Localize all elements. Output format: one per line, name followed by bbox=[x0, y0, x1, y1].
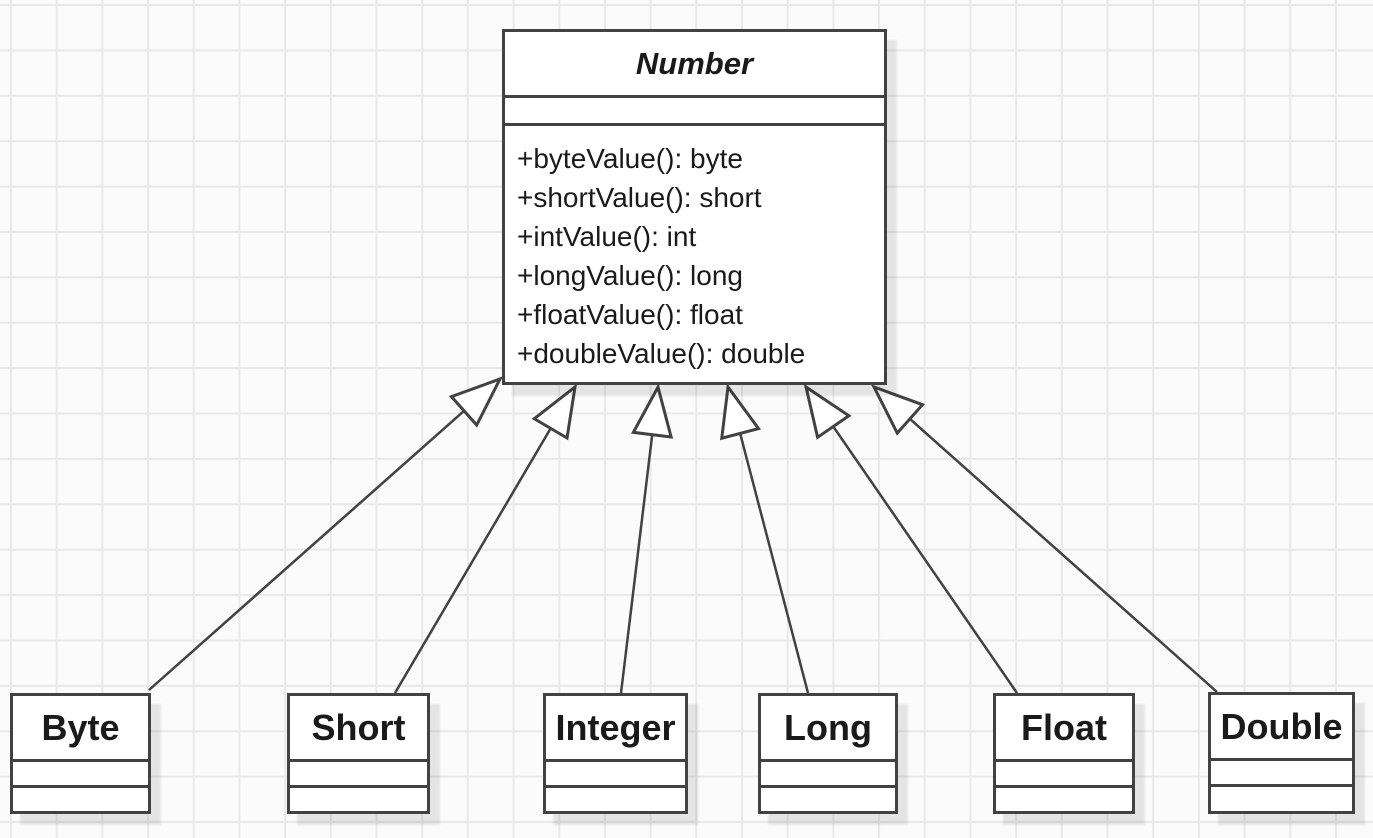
uml-class-integer[interactable]: Integer bbox=[543, 693, 688, 814]
attributes-section-empty bbox=[1211, 761, 1352, 787]
attributes-section-empty bbox=[13, 762, 148, 788]
inheritance-edge-long[interactable] bbox=[720, 383, 810, 694]
uml-class-double[interactable]: Double bbox=[1208, 692, 1355, 814]
method-item: +byteValue(): byte bbox=[517, 143, 743, 174]
attributes-section-empty bbox=[996, 762, 1132, 788]
uml-class-byte[interactable]: Byte bbox=[10, 693, 151, 814]
inheritance-edge-short[interactable] bbox=[393, 383, 578, 694]
inheritance-edge-double[interactable] bbox=[870, 384, 1218, 693]
inheritance-edge-byte[interactable] bbox=[148, 376, 504, 691]
methods-section-empty bbox=[546, 788, 685, 811]
class-title-double: Double bbox=[1211, 695, 1352, 761]
class-title-short: Short bbox=[290, 696, 427, 762]
method-item: +doubleValue(): double bbox=[517, 338, 806, 369]
methods-section-empty bbox=[13, 788, 148, 811]
uml-class-long[interactable]: Long bbox=[758, 693, 898, 814]
attributes-section-empty bbox=[290, 762, 427, 788]
attributes-section-empty bbox=[505, 98, 884, 126]
methods-section: +byteValue(): byte +shortValue(): short … bbox=[505, 126, 884, 382]
attributes-section-empty bbox=[761, 762, 895, 788]
class-title-number: Number bbox=[505, 32, 884, 98]
class-title-float: Float bbox=[996, 696, 1132, 762]
uml-class-short[interactable]: Short bbox=[287, 693, 430, 814]
inheritance-edge-float[interactable] bbox=[803, 383, 1019, 694]
class-title-long: Long bbox=[761, 696, 895, 762]
methods-section-empty bbox=[290, 788, 427, 811]
attributes-section-empty bbox=[546, 762, 685, 788]
class-title-byte: Byte bbox=[13, 696, 148, 762]
methods-section-empty bbox=[761, 788, 895, 811]
method-item: +shortValue(): short bbox=[517, 182, 762, 213]
uml-class-float[interactable]: Float bbox=[993, 693, 1135, 814]
uml-class-number[interactable]: Number +byteValue(): byte +shortValue():… bbox=[502, 29, 887, 385]
inheritance-edge-integer[interactable] bbox=[619, 382, 674, 694]
class-title-integer: Integer bbox=[546, 696, 685, 762]
methods-section-empty bbox=[1211, 787, 1352, 811]
method-item: +longValue(): long bbox=[517, 260, 743, 291]
method-item: +intValue(): int bbox=[517, 221, 697, 252]
methods-section-empty bbox=[996, 788, 1132, 811]
method-item: +floatValue(): float bbox=[517, 299, 743, 330]
